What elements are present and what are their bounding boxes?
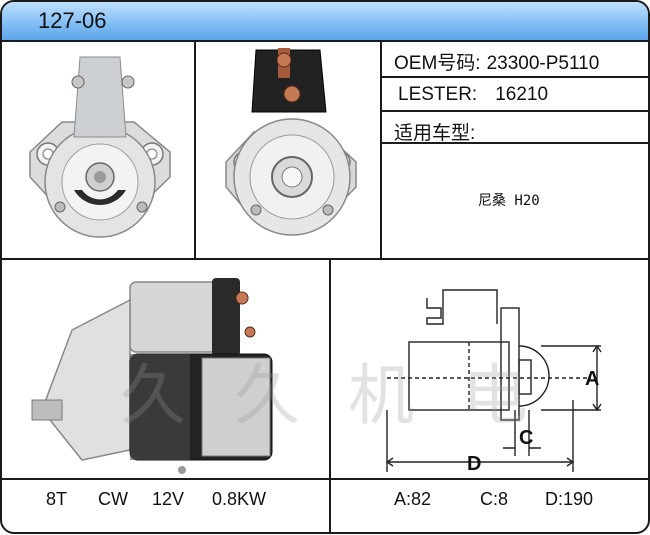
dimension-a-label: A [585, 368, 599, 390]
watermark: 久久机电 [120, 357, 576, 434]
starter-side-photo [31, 278, 273, 474]
spec-rotation: CW [98, 489, 128, 509]
lester-label: LESTER: [398, 84, 478, 105]
grid-divider [2, 258, 648, 260]
starter-side-photo-shape [31, 278, 273, 474]
spec-power: 0.8KW [212, 489, 267, 509]
oem-value: 23300-P5110 [486, 53, 600, 74]
oem-label: OEM号码: [394, 53, 481, 74]
title-bar: 127-06 [2, 2, 648, 42]
application-value: 尼桑 H20 [478, 193, 540, 209]
starter-rear-photo [225, 48, 357, 236]
grid-divider [380, 110, 648, 112]
grid-divider [380, 76, 648, 78]
oem-number: OEM号码:23300-P5110 [394, 48, 599, 75]
spec-teeth: 8T [46, 489, 68, 509]
lester-value: 16210 [495, 84, 549, 105]
starter-front-photo [29, 56, 171, 238]
lester-number: LESTER: 16210 [398, 84, 548, 106]
application-heading: 适用车型: [394, 118, 475, 145]
grid-divider [2, 478, 648, 480]
dimension-d-value: D:190 [545, 489, 594, 509]
part-number-title: 127-06 [38, 8, 107, 33]
dimension-c-label: C [519, 427, 533, 449]
starter-front-photo-shape [29, 56, 171, 238]
application-label: 适用车型: [394, 123, 476, 144]
dimension-d-label: D [467, 453, 481, 475]
starter-rear-photo-shape [225, 48, 357, 236]
dimension-c-value: C:8 [480, 489, 509, 509]
grid-divider [380, 40, 382, 258]
dimension-drawing: A C D [385, 289, 602, 475]
dimension-drawing-outline [385, 289, 602, 472]
spec-voltage: 12V [152, 489, 185, 509]
dimension-a-value: A:82 [394, 489, 432, 509]
grid-divider [329, 258, 331, 532]
grid-divider [380, 142, 648, 144]
grid-divider [194, 40, 196, 258]
